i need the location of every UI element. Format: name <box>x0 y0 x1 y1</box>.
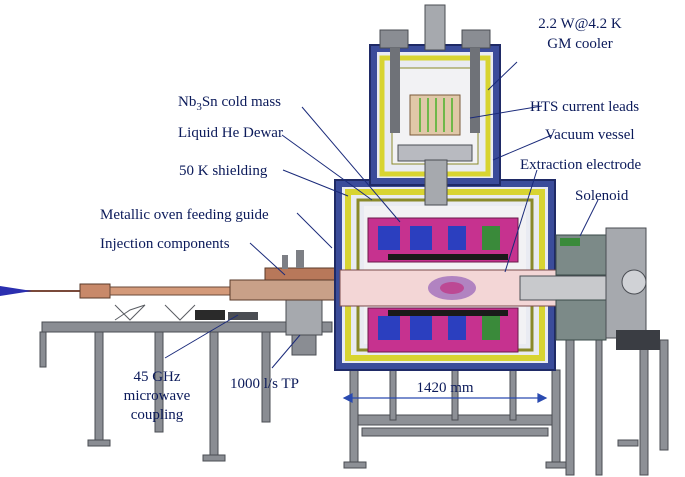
solenoid-assembly <box>555 234 607 341</box>
label-he-dewar: Liquid He Dewar <box>178 125 283 141</box>
microwave-line2: microwave <box>124 388 191 404</box>
support-frame-right <box>565 339 669 476</box>
cooler-tower <box>369 4 501 206</box>
dimension-arrow <box>342 393 548 403</box>
coil-block-upper <box>367 217 519 263</box>
beam-arrow <box>0 286 32 296</box>
label-oven-guide: Metallic oven feeding guide <box>100 207 269 223</box>
injection-supports <box>114 304 196 321</box>
label-injection-components: Injection components <box>100 236 230 252</box>
label-50k-shielding: 50 K shielding <box>179 163 268 179</box>
leader-lines <box>164 61 599 369</box>
injection-beamline <box>10 250 341 320</box>
label-turbo-pump: 1000 l/s TP <box>230 376 299 392</box>
cold-mass-prefix: Nb <box>178 94 196 110</box>
turbo-pump <box>285 299 323 356</box>
label-hts-current-leads: HTS current leads <box>530 99 639 115</box>
cold-mass-mid: Sn <box>202 94 218 110</box>
support-frame-left <box>39 321 333 462</box>
label-extraction-electrode: Extraction electrode <box>520 157 642 173</box>
label-dimension: 1420 mm <box>416 380 473 396</box>
label-solenoid: Solenoid <box>575 188 629 204</box>
plasma-chamber <box>339 269 607 307</box>
cold-mass-subscript: 3 <box>196 101 202 113</box>
extraction-chamber <box>605 227 660 350</box>
microwave-line3: coupling <box>131 407 184 423</box>
label-vacuum-vessel: Vacuum vessel <box>545 127 635 143</box>
gm-cooler-line2: GM cooler <box>547 36 612 52</box>
microwave-line1: 45 GHz <box>133 369 180 385</box>
label-microwave-coupling: 45 GHz microwave coupling <box>124 369 191 423</box>
gm-cooler-line1: 2.2 W@4.2 K <box>538 16 622 32</box>
cold-mass-suffix: cold mass <box>218 94 281 110</box>
label-cold-mass: Nb3Sn cold mass <box>178 94 281 113</box>
coil-block-lower <box>367 307 519 353</box>
label-gm-cooler: 2.2 W@4.2 K GM cooler <box>538 16 622 52</box>
